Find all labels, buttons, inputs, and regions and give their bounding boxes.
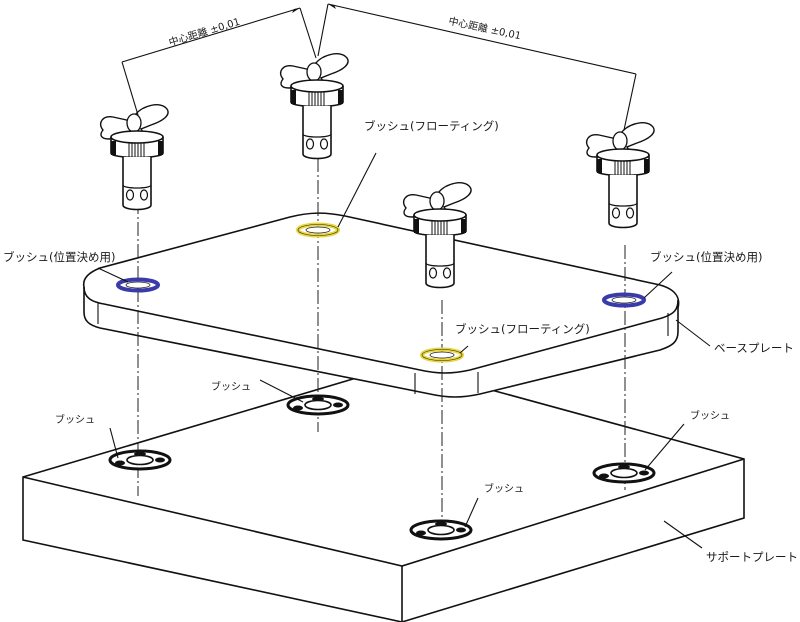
callout-floating-bush-top: ブッシュ(フローティング) [337, 119, 499, 228]
callout-support-bush-left: ブッシュ [55, 413, 119, 459]
floating-bush-top [296, 222, 340, 238]
dimension-right: 中心距離 ±0,01 [317, 3, 637, 131]
callout-support-plate: サポートプレート [663, 520, 798, 564]
label-support-plate: サポートプレート [706, 550, 798, 564]
callout-support-bush-right: ブッシュ [644, 409, 730, 471]
floating-bush-front [420, 347, 464, 363]
callout-floating-bush-front: ブッシュ(フローティング) [455, 322, 590, 354]
dimension-label-right: 中心距離 ±0,01 [447, 14, 522, 42]
label-locating-bush-left: ブッシュ(位置決め用) [3, 250, 115, 264]
center-lines [137, 158, 626, 540]
callout-locating-bush-left: ブッシュ(位置決め用) [3, 250, 129, 283]
dimension-left: 中心距離 ±0,01 [121, 7, 317, 116]
callout-base-plate: ベースプレート [675, 319, 794, 355]
pin-back [279, 52, 349, 160]
label-support-bush-right: ブッシュ [690, 409, 730, 422]
callout-support-bush-front: ブッシュ [464, 482, 524, 528]
label-support-bush-front: ブッシュ [484, 482, 524, 495]
label-base-plate: ベースプレート [714, 341, 794, 355]
label-floating-bush-front: ブッシュ(フローティング) [455, 322, 590, 336]
support-bush-left [108, 449, 172, 471]
base-plate [82, 212, 680, 398]
locating-bush-right [602, 292, 646, 308]
support-bush-front [409, 519, 473, 541]
support-plate [22, 364, 745, 622]
support-bush-right [592, 462, 656, 484]
pin-right [585, 121, 655, 229]
label-locating-bush-right: ブッシュ(位置決め用) [650, 250, 762, 264]
label-support-bush-back: ブッシュ [211, 380, 251, 393]
label-support-bush-left: ブッシュ [55, 413, 95, 426]
locating-bush-left [116, 277, 160, 293]
dimension-label-left: 中心距離 ±0,01 [167, 15, 241, 49]
label-floating-bush-top: ブッシュ(フローティング) [364, 119, 499, 133]
callout-locating-bush-right: ブッシュ(位置決め用) [643, 250, 762, 299]
pin-left [99, 103, 169, 211]
callout-support-bush-back: ブッシュ [211, 379, 304, 403]
